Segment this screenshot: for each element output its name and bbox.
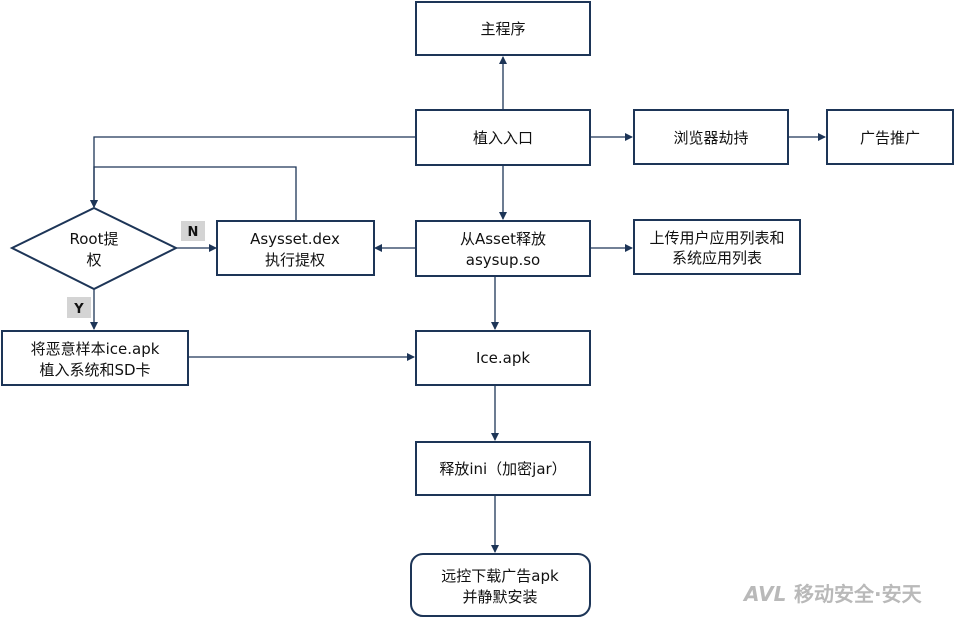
branch-tag-yes-label: Y <box>73 302 84 317</box>
branch-tag-yes: Y <box>67 297 91 318</box>
edges <box>90 56 826 553</box>
node-upload-apps-label-1: 上传用户应用列表和 <box>649 229 784 247</box>
node-browser-hijack: 浏览器劫持 <box>633 109 789 165</box>
node-remote-download-label-2: 并静默安装 <box>462 588 537 606</box>
node-ice-apk: Ice.apk <box>415 330 591 386</box>
node-remote-download-label-1: 远控下载广告apk <box>441 567 559 585</box>
node-asysset-dex-label-2: 执行提权 <box>265 251 325 269</box>
branch-tag-no: N <box>181 221 205 241</box>
edge-dex-to-root <box>90 166 297 221</box>
node-implant-ice-label-1: 将恶意样本ice.apk <box>31 340 160 358</box>
node-root-decision: Root提 权 <box>9 206 179 291</box>
branch-tag-no-label: N <box>188 225 199 240</box>
watermark-text: 移动安全·安天 <box>794 582 923 606</box>
node-main-program-label: 主程序 <box>480 20 525 38</box>
node-release-ini-label: 释放ini（加密jar） <box>439 460 566 478</box>
node-ad-promotion-label: 广告推广 <box>860 129 920 147</box>
node-implant-ice-label-2: 植入系统和SD卡 <box>39 361 150 379</box>
node-ad-promotion: 广告推广 <box>826 109 954 165</box>
avl-logo: AVL <box>742 582 786 606</box>
node-release-asysup-label-1: 从Asset释放 <box>460 230 546 248</box>
node-release-asysup-label-2: asysup.so <box>466 251 541 269</box>
node-root-decision-label-1: Root提 <box>70 230 119 248</box>
node-root-decision-label-2: 权 <box>86 251 101 269</box>
watermark: AVL 移动安全·安天 <box>742 582 923 606</box>
node-main-program: 主程序 <box>415 1 591 56</box>
node-ice-apk-label: Ice.apk <box>476 349 530 367</box>
node-release-asysup: 从Asset释放 asysup.so <box>415 220 591 277</box>
node-asysset-dex-label-1: Asysset.dex <box>250 230 340 248</box>
node-browser-hijack-label: 浏览器劫持 <box>673 129 748 147</box>
node-asysset-dex: Asysset.dex 执行提权 <box>216 220 375 276</box>
node-upload-apps: 上传用户应用列表和 系统应用列表 <box>633 219 801 275</box>
node-implant-entry: 植入入口 <box>415 109 591 166</box>
edge-entry-to-root <box>90 136 415 208</box>
node-implant-entry-label: 植入入口 <box>473 129 533 147</box>
avl-logo-text: AVL <box>742 582 786 606</box>
node-release-ini: 释放ini（加密jar） <box>415 441 591 496</box>
node-remote-download: 远控下载广告apk 并静默安装 <box>410 553 591 617</box>
node-upload-apps-label-2: 系统应用列表 <box>672 249 762 267</box>
node-implant-ice: 将恶意样本ice.apk 植入系统和SD卡 <box>1 330 189 386</box>
